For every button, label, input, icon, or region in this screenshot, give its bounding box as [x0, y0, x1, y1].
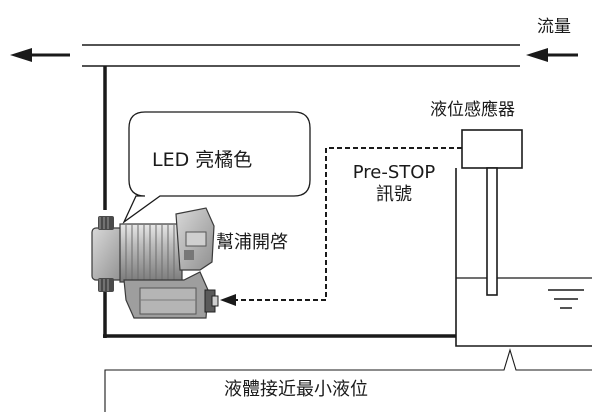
level-sensor-icon	[461, 129, 523, 296]
pre-stop-signal-line	[220, 147, 462, 306]
tank	[455, 168, 592, 347]
water-level-symbol-icon	[548, 289, 584, 309]
status-bracket	[104, 348, 592, 412]
led-status-label: LED 亮橘色	[152, 149, 253, 171]
signal-label-line1: Pre-STOP	[352, 162, 436, 183]
pump-piping	[103, 66, 456, 338]
led-callout-bubble	[122, 111, 311, 224]
signal-label-line2: 訊號	[376, 184, 412, 205]
flow-label: 流量	[537, 17, 571, 37]
bottom-status-label: 液體接近最小液位	[224, 379, 368, 400]
metering-pump-icon	[91, 207, 219, 319]
pump-switch-label: 幫浦開啓	[216, 232, 288, 253]
level-sensor-label: 液位感應器	[430, 100, 515, 120]
pre-stop-signal-label: Pre-STOP 訊號	[338, 162, 450, 206]
flow-arrow-right-icon	[526, 48, 578, 62]
flow-pipe	[82, 44, 520, 67]
flow-arrow-left-icon	[10, 48, 70, 62]
